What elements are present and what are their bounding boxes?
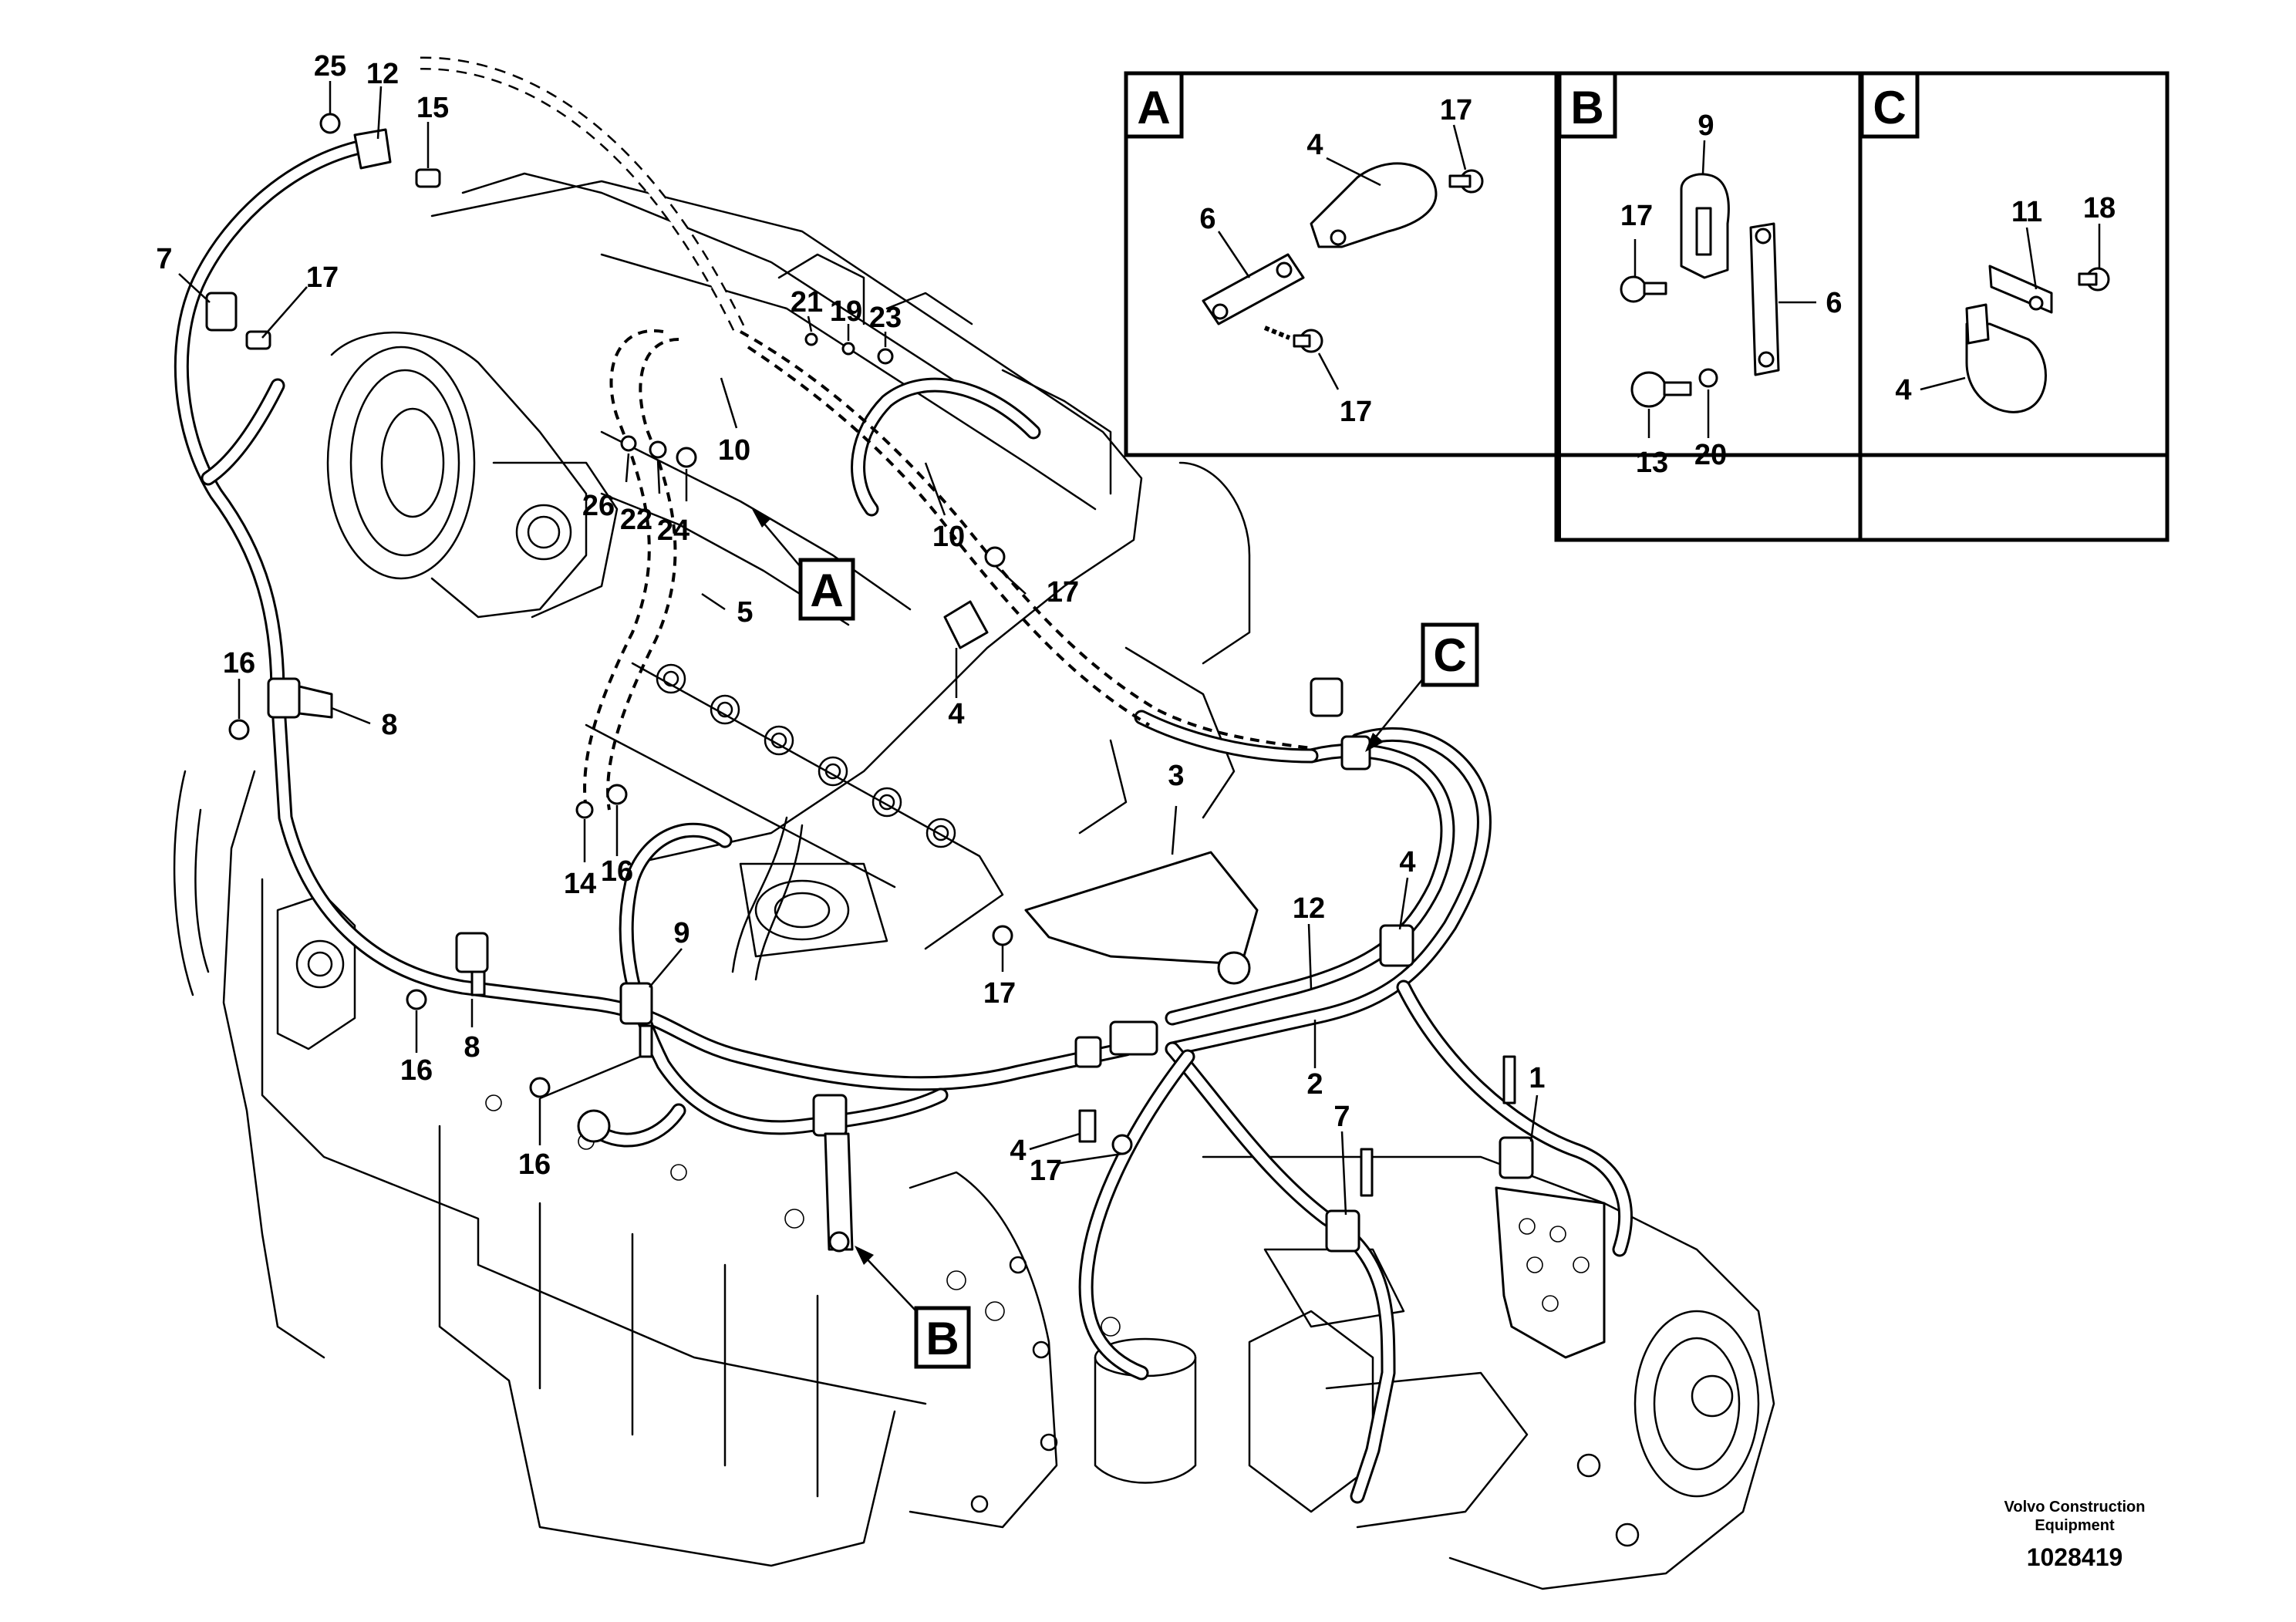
document-number: 1028419: [2027, 1543, 2123, 1571]
detail-box-c: C 11 18 4: [1859, 71, 2116, 413]
callout-4: 4: [1010, 1135, 1026, 1167]
callout-21: 21: [791, 286, 823, 319]
callout-15: 15: [416, 92, 449, 124]
callout-1: 1: [1529, 1062, 1545, 1094]
callout-7: 7: [1333, 1101, 1350, 1133]
detail-a-callout-6: 6: [1199, 203, 1215, 235]
detail-b-callout-13: 13: [1636, 447, 1668, 479]
callout-25: 25: [314, 50, 346, 83]
detail-a-title: A: [1137, 82, 1170, 133]
detail-b-title: B: [1570, 82, 1603, 133]
callout-4: 4: [1399, 846, 1415, 878]
detail-box-a: A 17 4 6 17: [1124, 71, 1484, 428]
callout-12: 12: [366, 58, 399, 90]
callout-16: 16: [223, 647, 255, 679]
callout-16: 16: [400, 1054, 433, 1087]
callout-17: 17: [983, 977, 1016, 1010]
callout-19: 19: [830, 295, 862, 328]
callout-17: 17: [1030, 1155, 1062, 1187]
callout-8: 8: [464, 1031, 480, 1064]
callout-24: 24: [657, 514, 689, 547]
detail-c-title: C: [1873, 82, 1906, 133]
maker-name-line1: Volvo Construction: [2004, 1499, 2146, 1516]
detail-c-callout-18: 18: [2083, 192, 2116, 224]
detail-c-callout-11: 11: [2011, 196, 2042, 228]
detail-a-callout-4: 4: [1306, 129, 1323, 161]
callout-12: 12: [1293, 892, 1325, 925]
hardware-parts: [205, 113, 1606, 1359]
callout-16: 16: [601, 855, 633, 888]
view-marker-b: B: [855, 1246, 971, 1369]
detail-c-callout-4: 4: [1895, 374, 1911, 406]
callout-5: 5: [737, 596, 753, 629]
footer: Volvo Construction Equipment 1028419: [2004, 1499, 2146, 1571]
callout-14: 14: [564, 868, 596, 900]
callout-23: 23: [869, 302, 902, 334]
callout-leaders: [178, 81, 1539, 1216]
callout-10: 10: [718, 434, 750, 467]
callout-22: 22: [620, 504, 652, 536]
callout-16: 16: [518, 1148, 551, 1181]
detail-a-callout-17: 17: [1340, 396, 1372, 428]
detail-b-callout-20: 20: [1694, 439, 1727, 471]
callout-17: 17: [306, 261, 339, 294]
view-marker-c: C: [1365, 622, 1479, 752]
callout-9: 9: [673, 917, 689, 949]
callout-7: 7: [156, 243, 172, 275]
callout-2: 2: [1306, 1068, 1323, 1101]
callout-4: 4: [948, 698, 964, 730]
detail-b-callout-6: 6: [1826, 287, 1842, 319]
detail-b-callout-17: 17: [1620, 200, 1653, 232]
callout-17: 17: [1047, 576, 1079, 609]
view-marker-a: A: [752, 509, 855, 621]
detail-b-callout-9: 9: [1698, 110, 1714, 142]
callout-3: 3: [1168, 760, 1184, 792]
callout-8: 8: [381, 709, 397, 741]
engine-block-drawing: [173, 172, 1775, 1590]
detail-a-callout-17: 17: [1440, 94, 1472, 126]
detail-box-b: B 9 17 6 13 20: [1557, 71, 1843, 479]
view-marker-b-label: B: [925, 1313, 959, 1364]
hose-routing: [174, 56, 1633, 1504]
callout-labels: 25 12 15 7 17 21 19 23 10 10 26 22 24 5 …: [156, 50, 1545, 1187]
view-marker-a-label: A: [810, 565, 843, 616]
callout-10: 10: [932, 521, 965, 553]
maker-name-line2: Equipment: [2035, 1517, 2115, 1534]
callout-26: 26: [582, 490, 615, 522]
view-marker-c-label: C: [1433, 629, 1466, 681]
